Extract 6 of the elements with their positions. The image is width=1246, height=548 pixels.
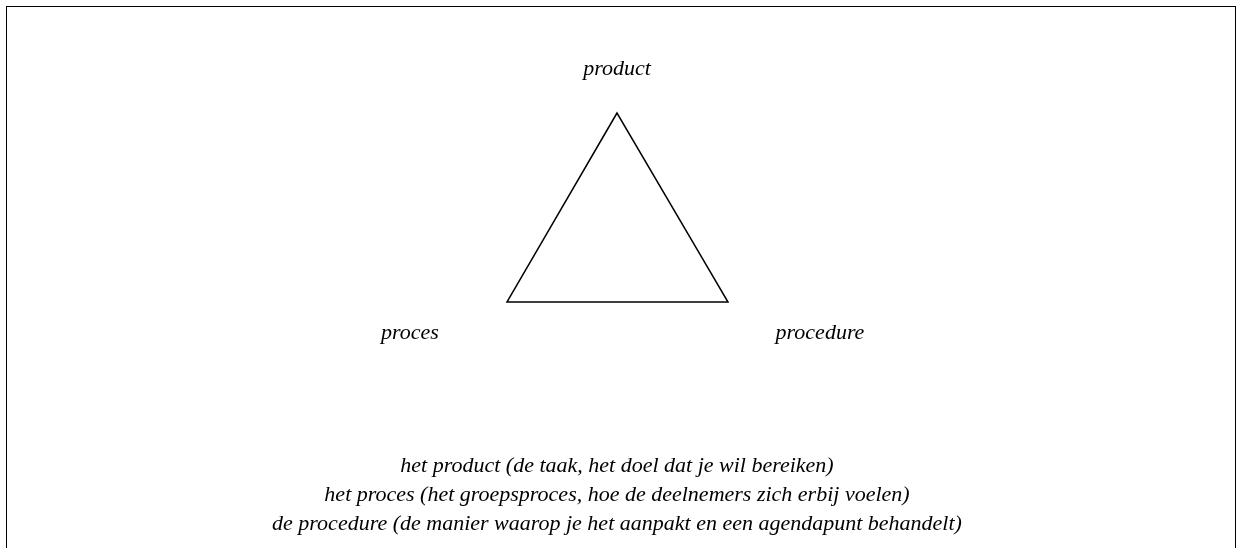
label-text: de procedure (de manier waarop je het aanpakt en een agendapunt behandelt)	[272, 510, 962, 536]
label-text: het product (de taak, het doel dat je wil bereiken)	[400, 452, 834, 478]
label-text: product	[583, 55, 651, 81]
label-text: proces	[381, 319, 439, 345]
label-text: het proces (het groepsproces, hoe de deelnemers zich erbij voelen)	[324, 481, 910, 507]
label-text: procedure	[775, 319, 865, 345]
